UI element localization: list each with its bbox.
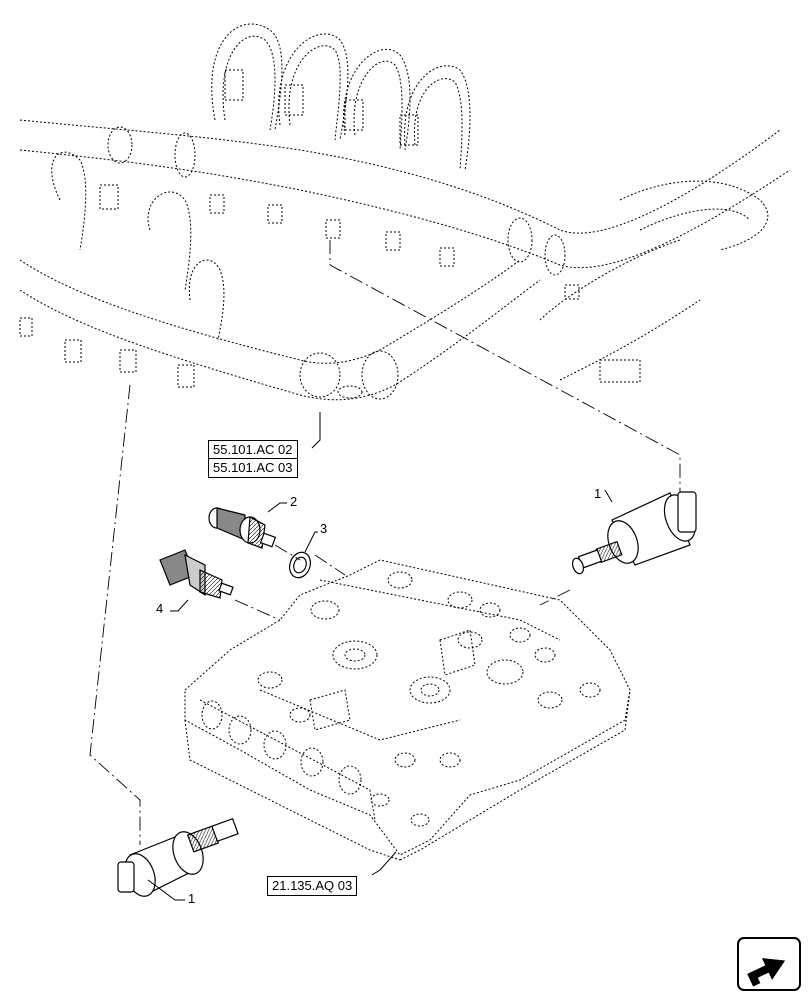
callout-temperature-sensor: 4 (156, 601, 164, 616)
temperature-sensor (159, 549, 234, 599)
leader-lines (147, 412, 613, 901)
next-page-arrow-icon[interactable] (737, 937, 801, 991)
harness-reference-box-1[interactable]: 55.101.AC 02 (208, 440, 298, 460)
sealing-washer (289, 551, 311, 579)
valve-block (184, 559, 631, 861)
pressure-switch (208, 507, 277, 549)
assembly-lines (89, 240, 681, 845)
harness-reference-box-2[interactable]: 55.101.AC 03 (208, 458, 298, 478)
callout-solenoid-right: 1 (594, 486, 602, 501)
callout-washer: 3 (320, 521, 328, 536)
solenoid-valve-left (117, 817, 239, 897)
wiring-harness (19, 23, 791, 401)
callout-pressure-switch: 2 (290, 494, 298, 509)
callout-solenoid-left: 1 (188, 891, 196, 906)
valve-block-reference-box[interactable]: 21.135.AQ 03 (267, 876, 358, 896)
solenoid-valve-right (571, 491, 697, 575)
